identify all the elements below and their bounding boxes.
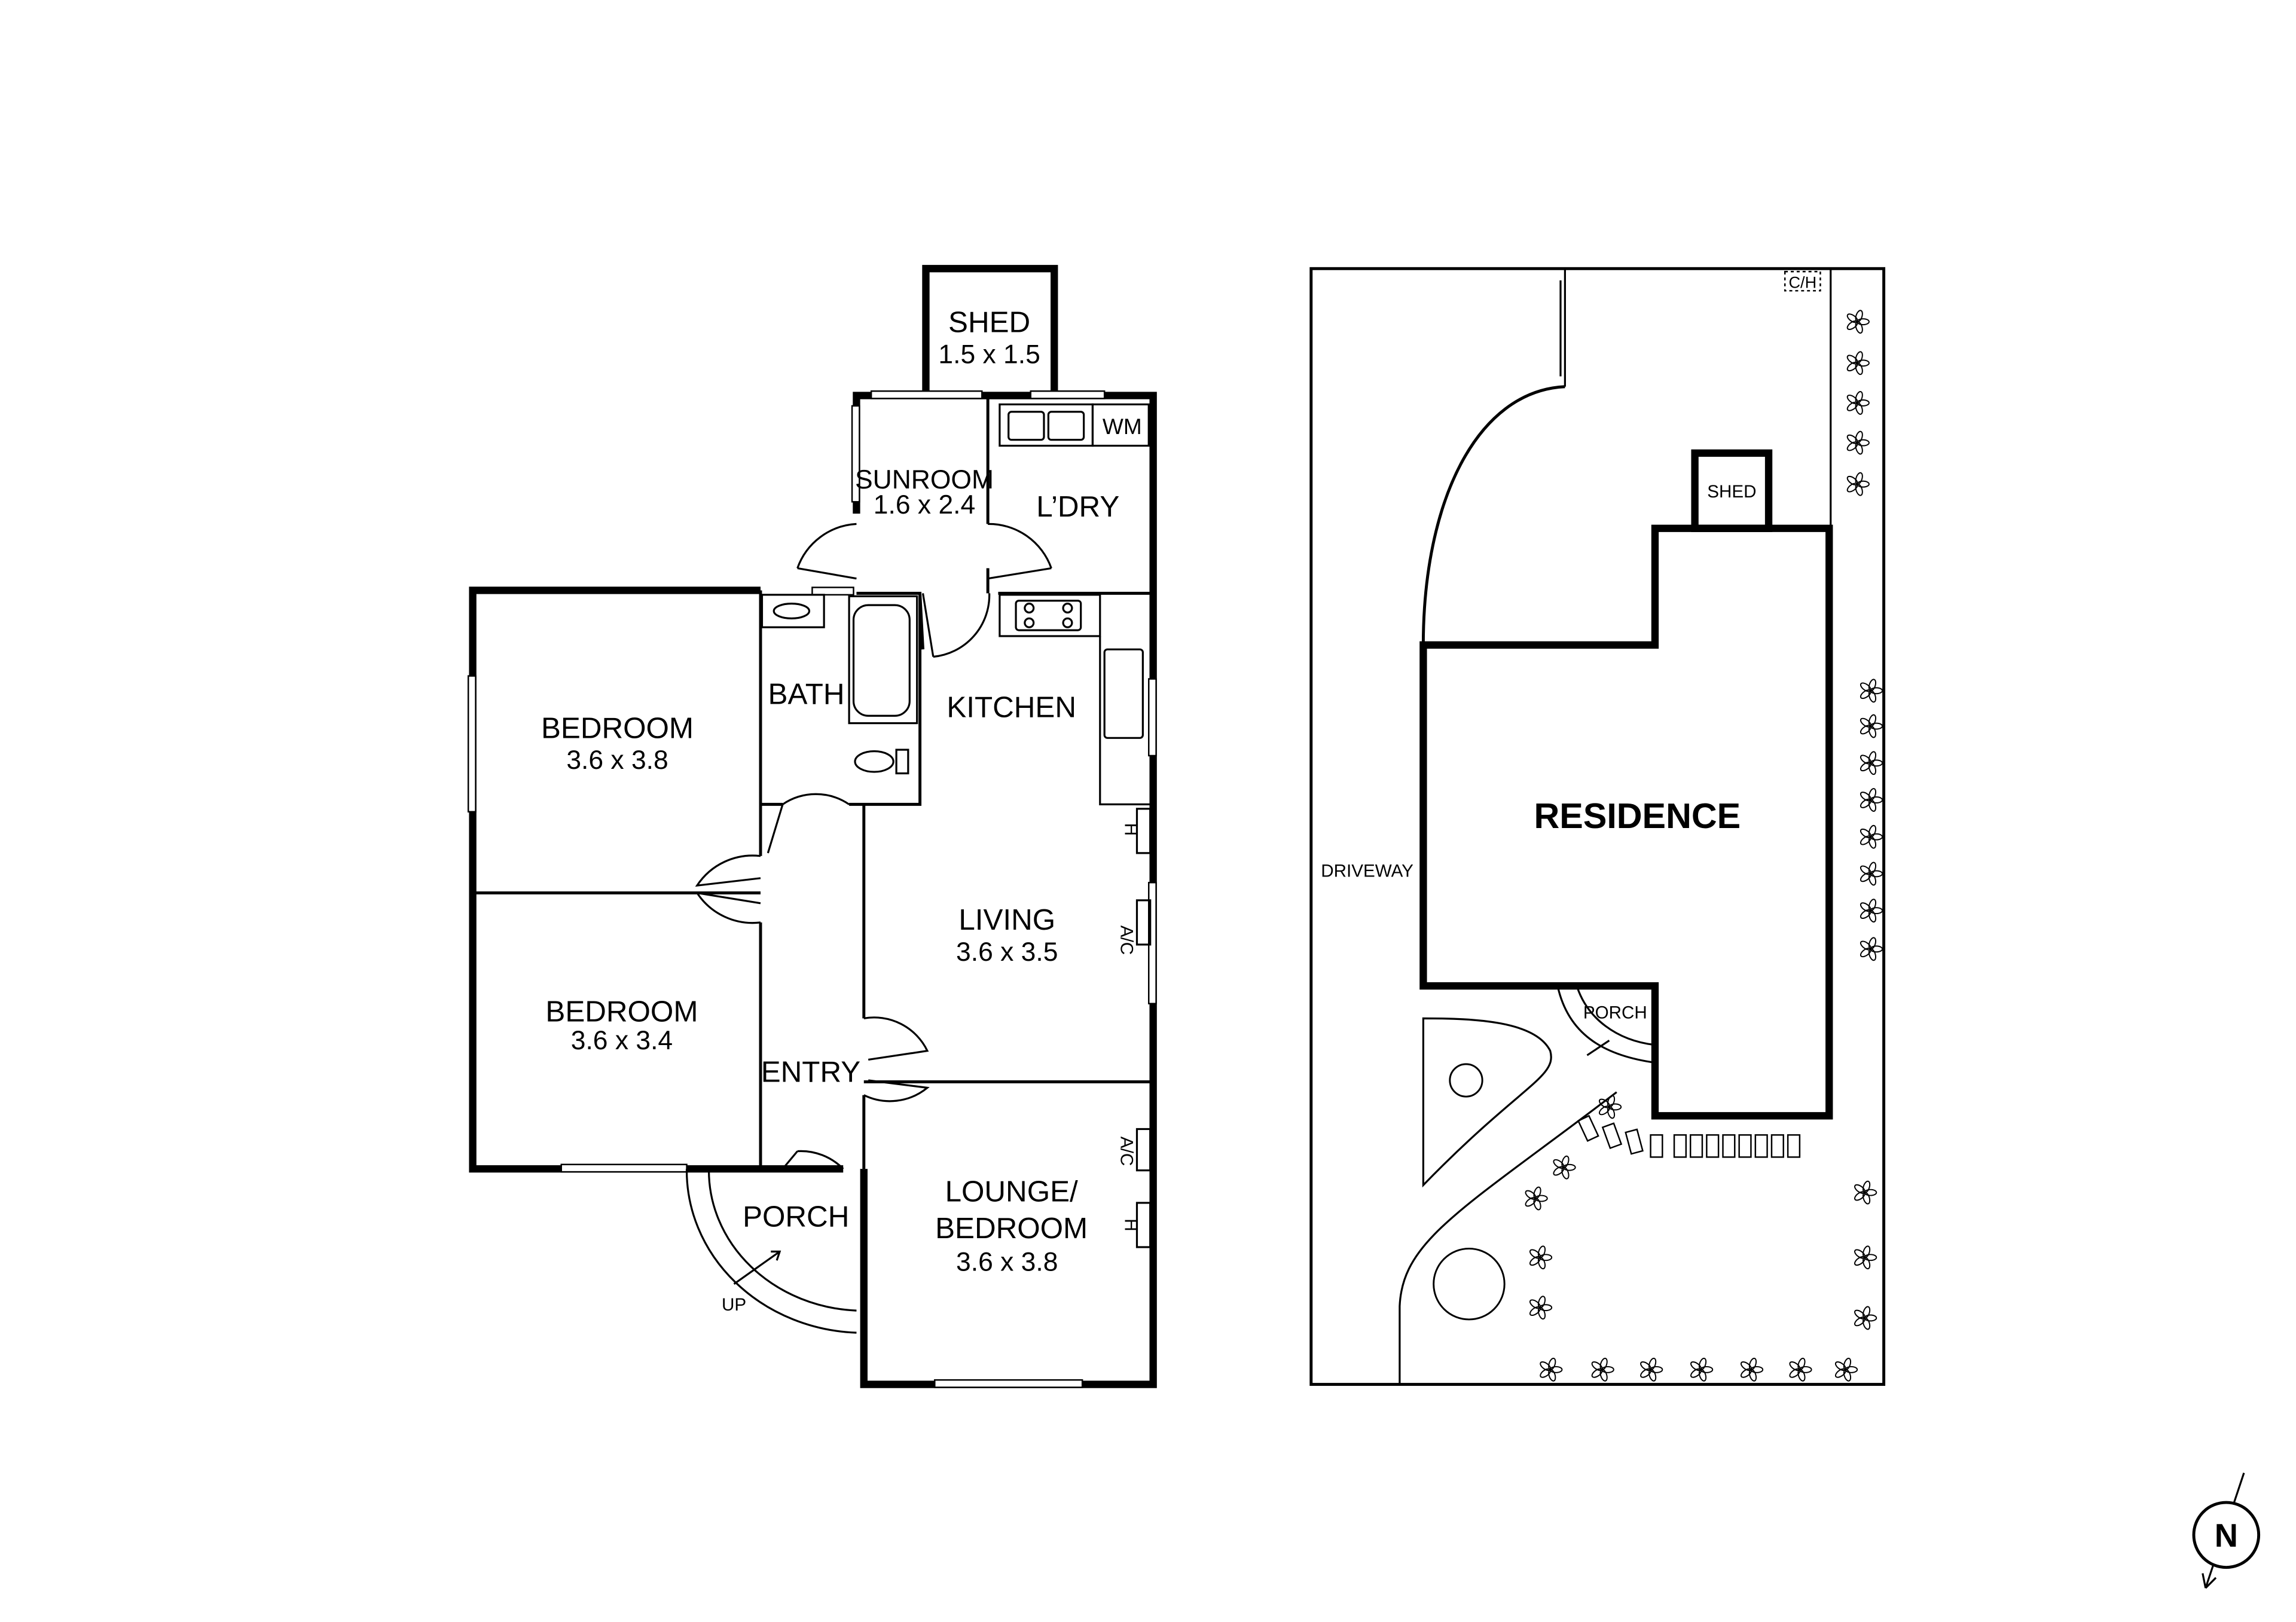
lounge-label-1: LOUNGE/ [945,1175,1078,1208]
plant-icon [1640,1357,1663,1382]
window [870,390,983,399]
lounge-label-2: BEDROOM [935,1212,1088,1245]
stepping-stone [1673,1134,1687,1158]
plant-icon [1740,1357,1764,1382]
porch-arrow [1586,1040,1610,1056]
window [1148,678,1157,757]
stepping-stone [1738,1134,1752,1158]
tree [1433,1247,1506,1321]
stepping-stone [1650,1134,1663,1158]
bedroom2-label: BEDROOM [545,995,698,1028]
living-heater-label: H [1121,823,1141,836]
plant-icon [1529,1296,1553,1320]
central-heating-unit [1784,270,1821,292]
stepping-stone [1601,1122,1623,1150]
window [1030,390,1106,399]
plant-icon [1860,937,1883,961]
up-label: UP [722,1295,746,1315]
site-shed-label: SHED [1707,482,1756,502]
stepping-stones [1577,1114,1801,1158]
bedroom1-label: BEDROOM [541,711,694,744]
plant-icon [1834,1357,1858,1382]
window [560,1163,688,1173]
plants [1525,310,1883,1382]
stepping-stone [1577,1114,1599,1142]
stepping-stone [1706,1134,1720,1158]
plant-icon [1553,1155,1576,1180]
lounge-heater-label: H [1121,1218,1141,1231]
plant-icon [1860,751,1883,775]
plant-icon [1591,1357,1614,1382]
shed-label: SHED [948,306,1030,338]
door-swings [685,523,1052,1334]
lounge-ac-label: A/C [1116,1137,1136,1166]
living-ac-label: A/C [1116,925,1136,955]
plant-icon [1846,430,1870,455]
property-boundary [1309,267,1886,1386]
interior-walls [472,395,1153,1169]
driveway-edge [1399,1091,1617,1385]
stepping-stone [1754,1134,1768,1158]
bedroom2-size: 3.6 x 3.4 [571,1026,673,1055]
porch-label: PORCH [743,1200,849,1233]
plant-icon [1540,1357,1563,1382]
stepping-stone [1787,1134,1801,1158]
stepping-stone [1689,1134,1703,1158]
sunroom-label: SUNROOM [855,465,994,494]
fixtures [761,403,1153,1248]
stepping-stone [1722,1134,1736,1158]
washing-machine-label: WM [1103,414,1142,439]
stepping-stone [1770,1134,1784,1158]
compass-circle [2192,1501,2261,1569]
plant-icon [1854,1245,1877,1270]
sunroom-size: 1.6 x 2.4 [874,490,975,520]
plant-icon [1860,714,1883,738]
shed-size: 1.5 x 1.5 [938,340,1040,369]
plant-icon [1860,862,1883,886]
north-compass: N [2192,1473,2261,1589]
bath-label: BATH [768,678,845,711]
laundry-label: L’DRY [1036,490,1119,523]
central-heating-label: C/H [1788,273,1816,291]
site-porch-label: PORCH [1583,1003,1647,1022]
stepping-stone [1625,1128,1644,1155]
garden-bed [1422,1017,1552,1188]
plant-icon [1846,391,1870,415]
plant-icon [1860,679,1883,703]
plant-icon [1860,788,1883,812]
floor-plan: SHED 1.5 x 1.5 SUNROOM 1.6 x 2.4 L’DRY W… [467,265,1157,1388]
bedroom1-size: 3.6 x 3.8 [566,746,668,775]
lounge-size: 3.6 x 3.8 [956,1247,1058,1276]
site-plan: C/H SHED RESIDENCE DRIVEWAY PORCH [1309,267,1886,1386]
porch-steps [1556,985,1656,1064]
north-label: N [2215,1517,2238,1554]
plant-icon [1529,1245,1553,1270]
window [934,1379,1083,1388]
kitchen-label: KITCHEN [947,691,1076,724]
plant-icon [1854,1306,1877,1330]
entry-label: ENTRY [761,1055,860,1088]
driveway-label: DRIVEWAY [1321,861,1413,881]
plant-icon [1860,824,1883,849]
window [467,675,477,812]
plant-icon [1846,472,1870,496]
residence-outline [1419,524,1833,1120]
plant-icon [1598,1095,1622,1119]
living-label: LIVING [958,903,1055,936]
plant-icon [1690,1357,1714,1382]
living-size: 3.6 x 3.5 [956,937,1058,967]
plant-icon [1525,1186,1548,1211]
plant-icon [1846,351,1870,375]
window [811,587,854,596]
residence-label: RESIDENCE [1534,796,1741,836]
plant-icon [1854,1180,1877,1205]
driveway-edge [1421,385,1565,645]
shrub [1449,1063,1483,1098]
gate [1559,268,1566,387]
plant-icon [1860,899,1883,923]
window [851,405,860,503]
plant-icon [1846,310,1870,334]
plant-icon [1789,1357,1812,1382]
